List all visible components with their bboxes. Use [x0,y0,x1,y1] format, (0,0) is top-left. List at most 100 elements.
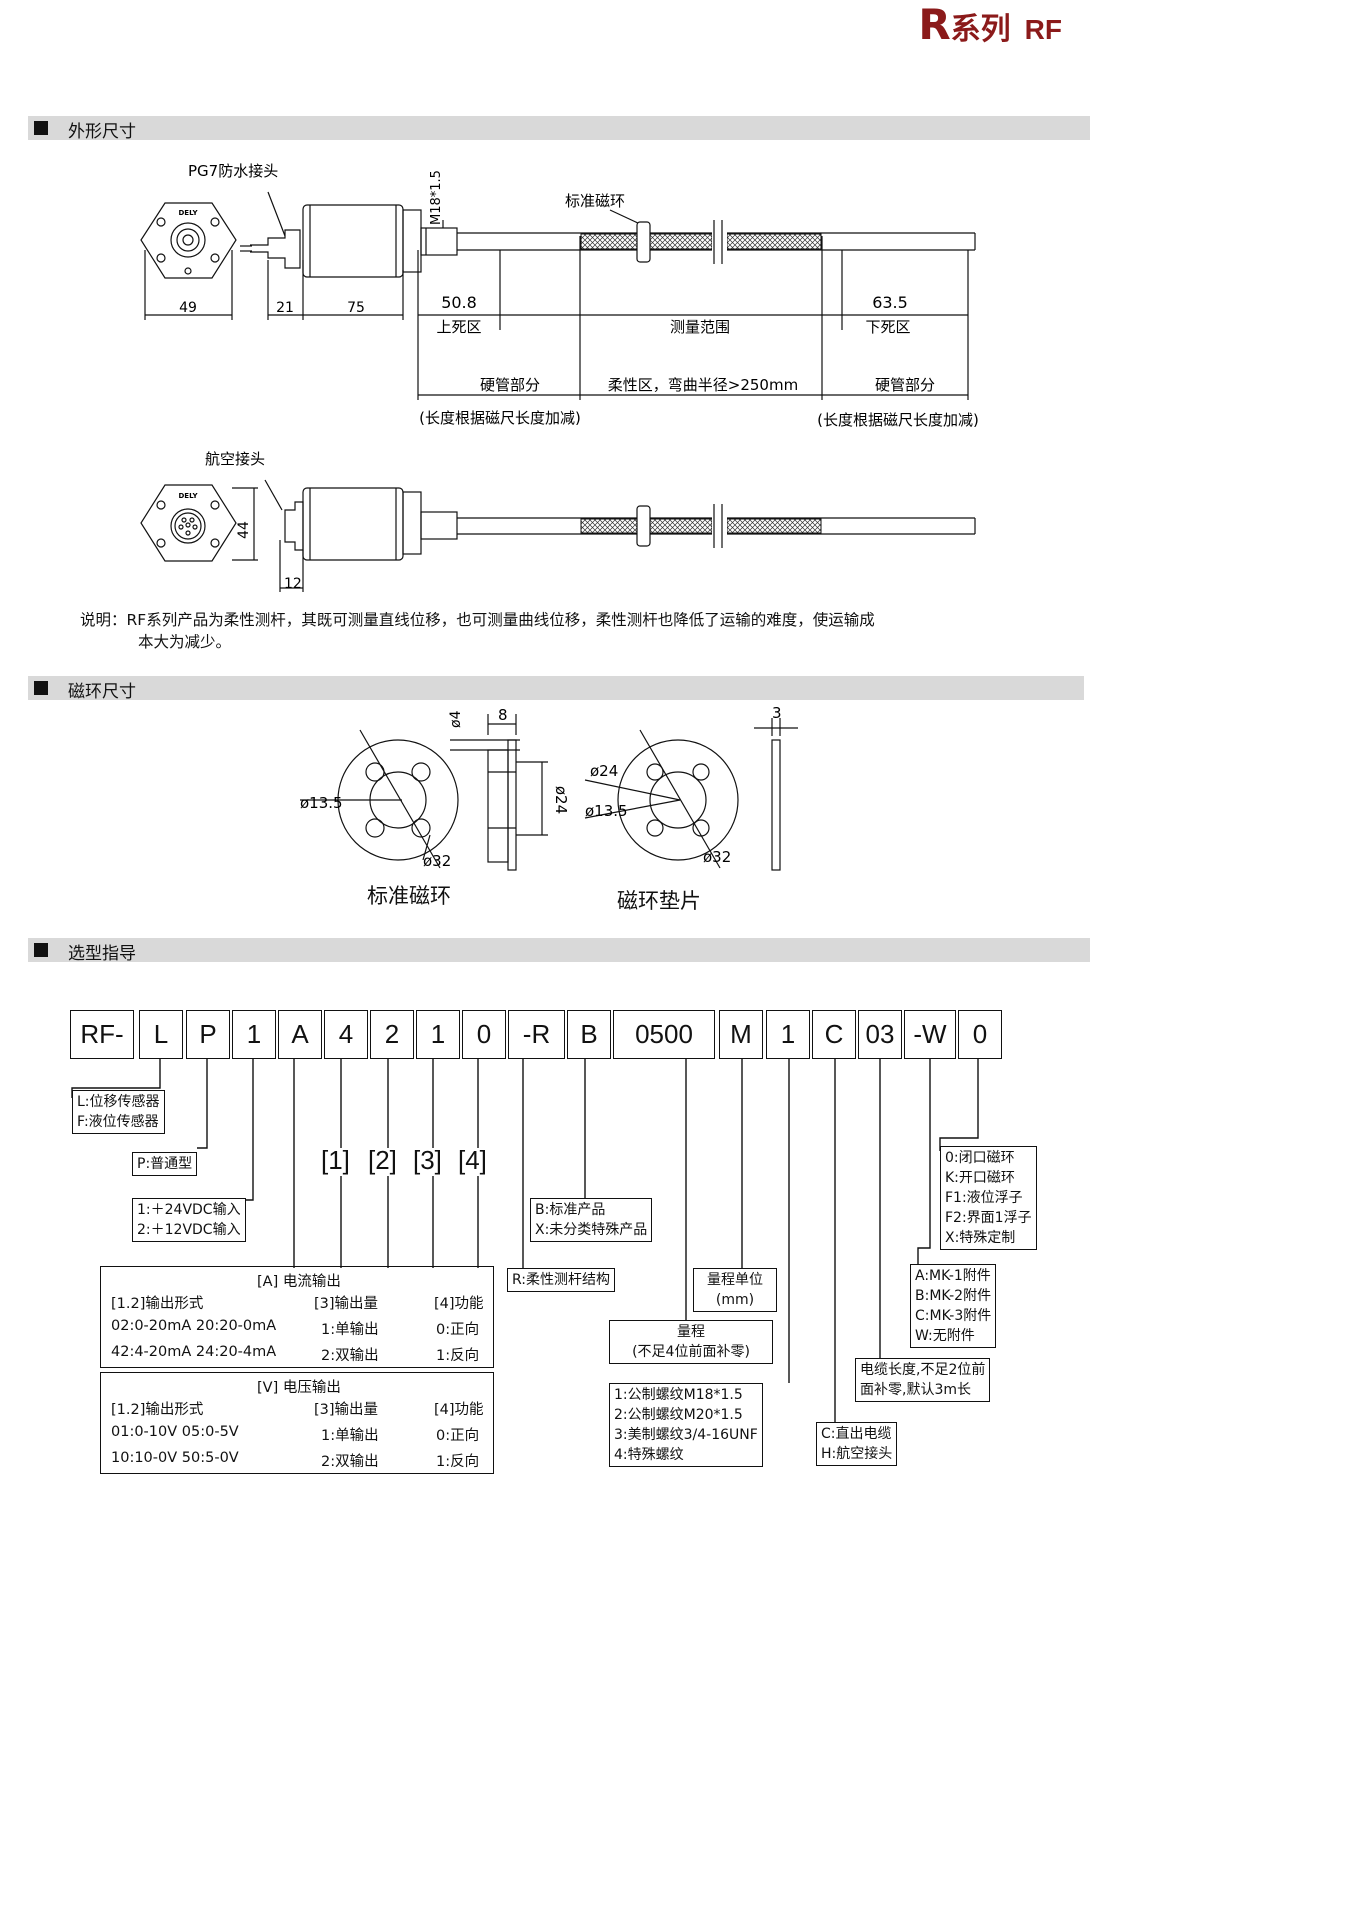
box-line: H:航空接头 [821,1446,893,1462]
hard-tube-2: 硬管部分 [875,376,935,394]
box-line: 3:美制螺纹3/4-16UNF [614,1427,758,1443]
table-cell: 1:单输出 [321,1428,379,1444]
table-title: [A] 电流输出 [257,1274,341,1290]
box-line: C:MK-3附件 [915,1308,992,1324]
table-cell: 2:双输出 [321,1454,379,1470]
dim-50-8: 50.8 [441,293,477,312]
box-accessory: A:MK-1附件 B:MK-2附件 C:MK-3附件 W:无附件 [910,1264,997,1348]
note-text-2: 本大为减少。 [138,633,232,651]
std-ring-d13-5: ø13.5 [300,794,343,812]
square-bullet-icon [34,681,48,695]
magnet-ring-shape [636,221,651,263]
box-line: (mm) [715,1292,755,1308]
code-seg-series: P [186,1010,230,1059]
hex-end-view [140,202,237,279]
connector-label: PG7防水接头 [188,162,278,180]
index-2: [2] [368,1145,397,1175]
header-model: RF [1024,14,1062,45]
box-line: K:开口磁环 [945,1170,1015,1186]
box-power: 1:＋24VDC输入 2:＋12VDC输入 [132,1198,246,1242]
table-header: [1.2]输出形式 [111,1402,204,1418]
thread-label: M18*1.5 [429,170,444,225]
box-line: 电缆长度,不足2位前 [860,1362,986,1378]
table-cell: 0:正向 [436,1322,480,1338]
section-title: 磁环尺寸 [68,682,136,702]
code-seg-ring: 0 [958,1010,1002,1059]
table-cell: 1:单输出 [321,1322,379,1338]
code-seg-product: B [567,1010,611,1059]
box-line: B:MK-2附件 [915,1288,992,1304]
length-note-2: (长度根据磁尺长度加减) [817,411,979,429]
box-line: 0:闭口磁环 [945,1150,1015,1166]
note-prefix: 说明： [80,611,127,629]
box-line: 1:＋24VDC输入 [137,1202,241,1218]
table-cell: 02:0-20mA 20:20-0mA [111,1318,277,1334]
box-line: 2:＋12VDC输入 [137,1222,241,1238]
pad-w3: 3 [772,704,782,722]
table-title: [V] 电压输出 [257,1380,341,1396]
length-note-1: (长度根据磁尺长度加减) [419,409,581,427]
code-seg-3: 1 [416,1010,460,1059]
box-connection: C:直出电缆 H:航空接头 [816,1422,898,1466]
code-seg-1: 4 [324,1010,368,1059]
pad-d13-5: ø13.5 [585,802,628,820]
section-title: 外形尺寸 [68,122,136,142]
code-seg-rf: RF- [70,1010,134,1059]
upper-dead-zone: 上死区 [436,318,481,336]
code-seg-range: 0500 [613,1010,715,1059]
aviation-connector-label: 航空接头 [205,450,265,468]
flex-zone: 柔性区，弯曲半径>250mm [608,376,798,394]
dim-49: 49 [179,300,197,316]
box-line: X:未分类特殊产品 [535,1222,648,1238]
box-line: W:无附件 [915,1328,975,1344]
code-seg-thread: 1 [766,1010,810,1059]
hard-tube-1: 硬管部分 [480,376,540,394]
box-line: P:普通型 [137,1156,193,1172]
box-unit: 量程单位 (mm) [693,1268,777,1312]
table-header: [3]输出量 [314,1296,379,1312]
std-ring-title: 标准磁环 [367,884,451,908]
box-line: F2:界面1浮子 [945,1210,1032,1226]
box-thread: 1:公制螺纹M18*1.5 2:公制螺纹M20*1.5 3:美制螺纹3/4-16… [609,1383,763,1467]
box-line: B:标准产品 [535,1202,606,1218]
index-1: [1] [321,1145,350,1175]
std-ring-d4: ø4 [448,710,464,728]
box-line: 量程单位 [707,1272,763,1288]
section-bar-ring: 磁环尺寸 [28,676,1084,702]
output-table-current: [A] 电流输出 [1.2]输出形式[3]输出量[4]功能 02:0-20mA … [100,1266,494,1368]
box-sensor-type: L:位移传感器 F:液位传感器 [72,1090,165,1134]
dimension-drawing-pg7: DELY PG7防水接头 M18*1.5 标准磁环 49 21 75 50.8 … [140,162,979,429]
table-cell: 42:4-20mA 24:20-4mA [111,1344,277,1360]
dim-44: 44 [236,521,252,539]
box-line: C:直出电缆 [821,1426,892,1442]
section-bar-selection: 选型指导 [28,938,1090,964]
code-seg-output: A [278,1010,322,1059]
table-header: [1.2]输出形式 [111,1296,204,1312]
code-seg-unit: M [719,1010,763,1059]
code-seg-2: 2 [370,1010,414,1059]
box-line: 2:公制螺纹M20*1.5 [614,1407,743,1423]
pad-d24: ø24 [590,762,618,780]
box-cable: 电缆长度,不足2位前 面补零,默认3m长 [855,1358,991,1402]
output-table-voltage: [V] 电压输出 [1.2]输出形式[3]输出量[4]功能 01:0-10V 0… [100,1372,494,1474]
code-seg-4: 0 [462,1010,506,1059]
std-ring-d24: ø24 [552,786,570,814]
dim-75: 75 [347,300,365,316]
box-line: 1:公制螺纹M18*1.5 [614,1387,743,1403]
box-range: 量程 (不足4位前面补零) [609,1320,773,1364]
brand-logo: DELY [178,209,198,217]
code-seg-cable: 03 [858,1010,902,1059]
table-cell: 2:双输出 [321,1348,379,1364]
box-line: 4:特殊螺纹 [614,1447,684,1463]
table-header: [3]输出量 [314,1402,379,1418]
header-series: 系列 [950,12,1011,47]
table-cell: 1:反向 [436,1348,480,1364]
box-line: R:柔性测杆结构 [512,1272,611,1288]
box-line: L:位移传感器 [77,1094,160,1110]
box-line: A:MK-1附件 [915,1268,991,1284]
code-seg-structure: -R [508,1010,565,1059]
std-ring-d32: ø32 [423,852,451,870]
lower-dead-zone: 下死区 [865,318,910,336]
box-ring: 0:闭口磁环 K:开口磁环 F1:液位浮子 F2:界面1浮子 X:特殊定制 [940,1146,1037,1250]
